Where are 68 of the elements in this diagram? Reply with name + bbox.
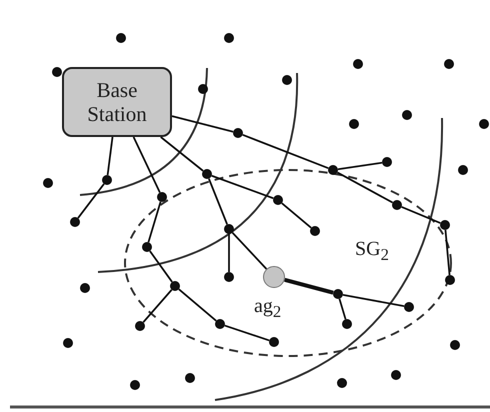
link-line	[77, 183, 105, 219]
sensor-node	[70, 217, 80, 227]
sensor-node	[102, 175, 112, 185]
sensor-node	[402, 110, 412, 120]
sensor-node	[233, 128, 243, 138]
sensor-node	[202, 169, 212, 179]
sensor-node	[224, 272, 234, 282]
sensor-node	[273, 195, 283, 205]
sensor-node	[43, 178, 53, 188]
sensor-node	[215, 319, 225, 329]
sensor-node	[445, 275, 455, 285]
sensor-node	[142, 242, 152, 252]
sensor-node	[337, 378, 347, 388]
sensor-node	[157, 192, 167, 202]
sensor-node	[353, 59, 363, 69]
sensor-node	[450, 340, 460, 350]
sensor-node	[342, 319, 352, 329]
sensor-node	[458, 165, 468, 175]
base-station-box: Base Station	[62, 67, 172, 137]
sensor-node	[404, 302, 414, 312]
sensor-node	[170, 281, 180, 291]
sensor-node	[80, 283, 90, 293]
sensor-node	[224, 224, 234, 234]
sensor-node	[440, 220, 450, 230]
link-line	[148, 202, 162, 242]
sensor-node	[116, 33, 126, 43]
link-line	[401, 206, 441, 224]
sensor-node	[392, 200, 402, 210]
link-line	[284, 278, 334, 295]
link-line	[172, 115, 234, 133]
sensor-node	[130, 380, 140, 390]
link-line	[208, 178, 228, 225]
link-line	[342, 294, 404, 307]
sensor-node	[479, 119, 489, 129]
link-line	[142, 289, 172, 323]
sensor-node	[391, 370, 401, 380]
sensor-node	[382, 157, 392, 167]
link-line	[281, 202, 312, 228]
sensor-node	[269, 337, 279, 347]
link-line	[149, 250, 173, 282]
agent-node	[263, 266, 285, 288]
link-line	[106, 136, 114, 176]
link-line	[160, 136, 204, 172]
link-line	[132, 136, 161, 193]
sensor-node	[63, 338, 73, 348]
link-line	[338, 162, 382, 170]
link-line	[178, 288, 217, 322]
sensor-node	[198, 84, 208, 94]
sensor-node	[328, 165, 338, 175]
sensor-node	[224, 33, 234, 43]
link-line	[211, 174, 274, 200]
link-line	[338, 298, 346, 320]
link-line	[444, 230, 450, 276]
link-line	[232, 232, 268, 270]
group-label: SG$_{2}$	[355, 238, 389, 265]
node-caption: ag$_{2}$	[254, 295, 282, 322]
sensor-node	[282, 75, 292, 85]
sensor-node	[333, 289, 343, 299]
sensor-node	[185, 373, 195, 383]
link-line	[228, 234, 230, 272]
link-line	[336, 172, 394, 204]
sensor-node	[135, 321, 145, 331]
sensor-node	[310, 226, 320, 236]
sensor-node	[52, 67, 62, 77]
link-line	[242, 134, 329, 170]
sensor-node	[349, 119, 359, 129]
sensor-node	[444, 59, 454, 69]
link-line	[224, 324, 270, 342]
